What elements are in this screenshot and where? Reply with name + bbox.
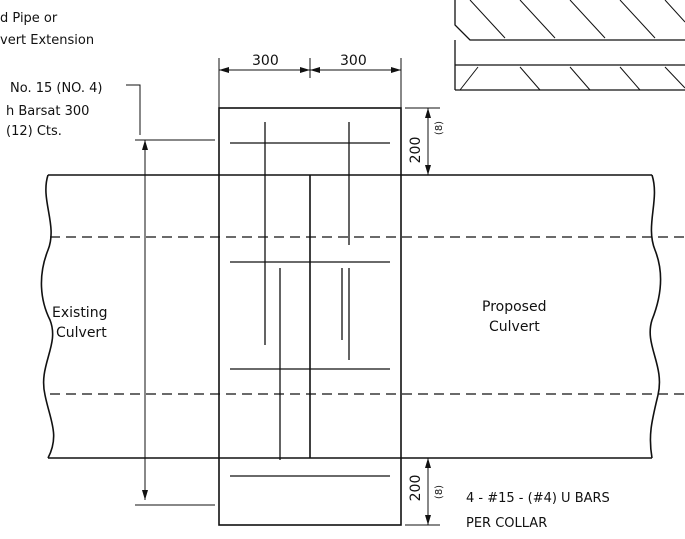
top-note-line1: d Pipe or <box>0 11 58 26</box>
proposed-label-line2: Culvert <box>489 319 540 335</box>
overall-height-dimension <box>135 139 215 506</box>
width-dimension <box>218 58 402 108</box>
vertical-bars <box>264 122 350 460</box>
bottom-depth-mm: 200 <box>408 475 424 502</box>
bar-note-line1: No. 15 (NO. 4) <box>10 81 103 96</box>
bar-note-line3: (12) Cts. <box>6 124 62 139</box>
horizontal-bars <box>230 142 390 477</box>
section-detail <box>454 0 685 91</box>
top-depth-in: (8) <box>434 121 445 135</box>
dim-right-width: 300 <box>340 53 367 69</box>
bar-note-leader <box>126 84 141 135</box>
proposed-label-line1: Proposed <box>482 299 546 315</box>
top-note-line2: vert Extension <box>0 33 94 48</box>
collar-note-line1: 4 - #15 - (#4) U BARS <box>466 491 610 506</box>
top-depth-mm: 200 <box>408 137 424 164</box>
collar-note-line2: PER COLLAR <box>466 516 547 531</box>
bottom-depth-in: (8) <box>434 485 445 499</box>
dim-left-width: 300 <box>252 53 279 69</box>
bar-note-line2: h Barsat 300 <box>6 104 89 119</box>
collar-outline <box>218 107 402 526</box>
culvert-pipe <box>40 174 685 459</box>
top-depth-dimension <box>405 107 440 176</box>
existing-label-line2: Culvert <box>56 325 107 341</box>
existing-label-line1: Existing <box>52 305 107 321</box>
bottom-depth-dimension <box>405 457 440 526</box>
